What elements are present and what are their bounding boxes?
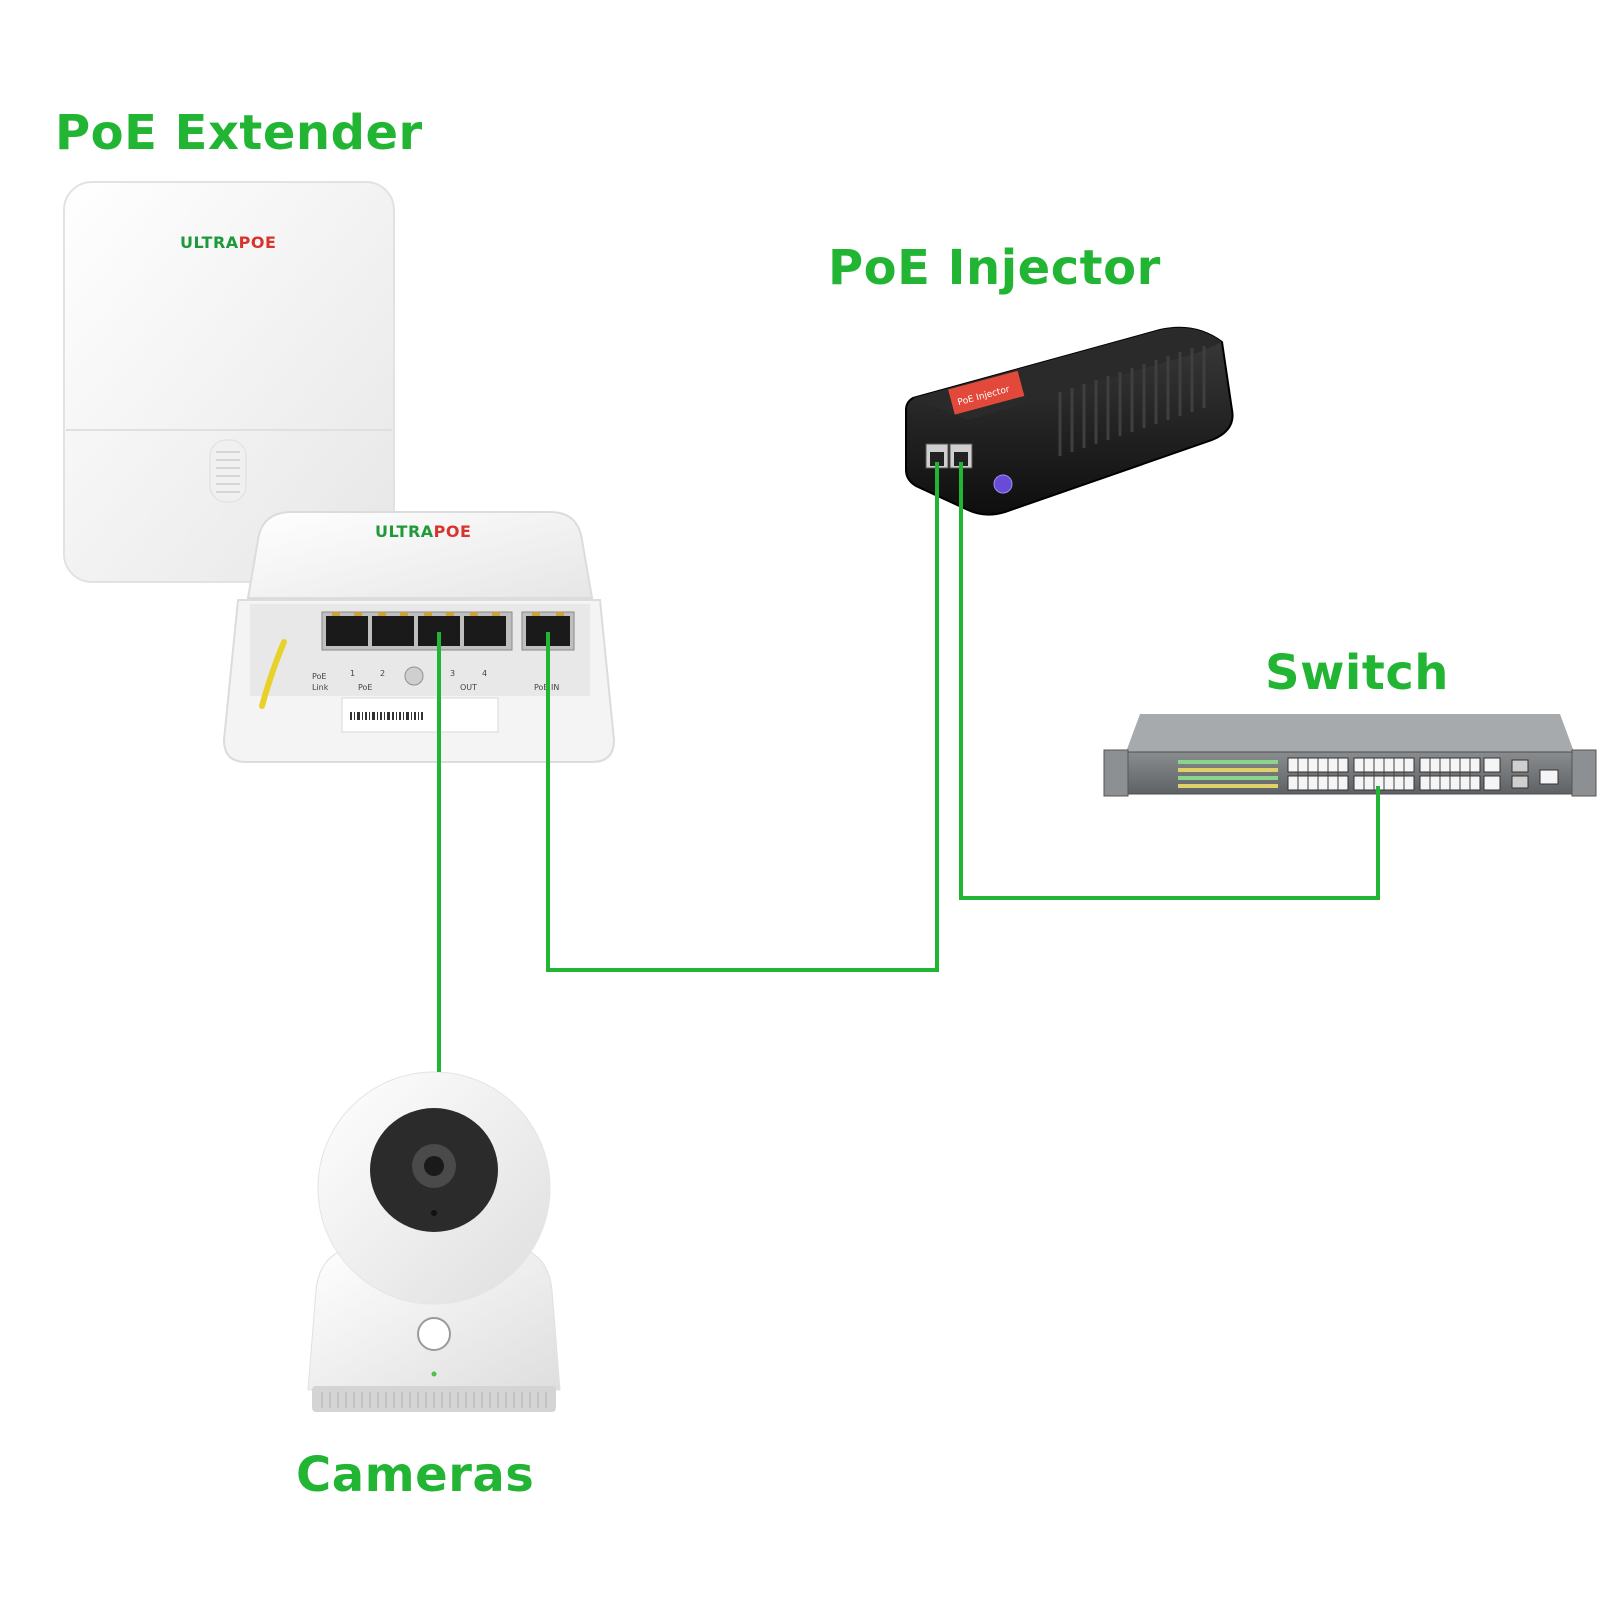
switch-leds	[1178, 760, 1278, 788]
camera-lens-center	[424, 1156, 444, 1176]
injector-fins	[1058, 346, 1206, 456]
switch-device	[1103, 714, 1597, 797]
camera-vent-lines	[321, 1392, 547, 1408]
switch-sfp-2	[1511, 775, 1529, 789]
camera-sensor	[431, 1210, 437, 1216]
switch-ear-left	[1103, 749, 1129, 797]
port-1	[326, 616, 368, 646]
panel-port-4: 4	[482, 669, 487, 678]
camera-device	[307, 1071, 561, 1412]
panel-port-1: 1	[350, 669, 355, 678]
brand-poe: POE	[239, 233, 277, 252]
port-4	[464, 616, 506, 646]
extender-barcode	[350, 712, 423, 720]
port-2	[372, 616, 414, 646]
cable-extender-to-injector	[546, 462, 939, 972]
label-poe-injector: PoE Injector	[828, 240, 1161, 296]
camera-status-led	[431, 1371, 437, 1377]
injector-sticker: PoE Injector	[948, 370, 1025, 415]
panel-port-2: 2	[380, 669, 385, 678]
switch-top	[1126, 714, 1574, 752]
panel-group-out: OUT	[460, 683, 477, 692]
camera-button	[417, 1317, 451, 1351]
brand-ultra-front: ULTRA	[375, 522, 434, 541]
extender-sticker	[341, 697, 499, 733]
brand-logo-front: ULTRAPOE	[375, 522, 471, 541]
switch-console	[1539, 769, 1559, 785]
injector-device: PoE Injector	[905, 326, 1234, 516]
injector-led	[993, 474, 1013, 494]
extender-back-housing	[63, 181, 395, 583]
extender-vent-lines	[216, 451, 240, 493]
cables	[437, 462, 1380, 1072]
switch-port-dividers	[1297, 758, 1471, 790]
panel-link-led: Link	[312, 683, 329, 692]
extender-vent	[209, 439, 247, 503]
ground-wire	[259, 639, 287, 709]
cable-injector-to-switch	[959, 462, 1380, 900]
brand-ultra: ULTRA	[180, 233, 239, 252]
switch-ports	[1287, 757, 1501, 791]
label-switch: Switch	[1265, 645, 1449, 701]
label-poe-extender: PoE Extender	[55, 105, 423, 161]
panel-group-poe: PoE	[358, 683, 373, 692]
brand-poe-front: POE	[434, 522, 472, 541]
switch-ear-right	[1571, 749, 1597, 797]
extender-ports	[321, 611, 575, 651]
extender-front-top	[246, 511, 594, 599]
label-cameras: Cameras	[296, 1447, 535, 1503]
panel-port-3: 3	[450, 669, 455, 678]
ground-screw	[404, 666, 424, 686]
extender-device: ULTRAPOE ULTRAPOE	[63, 181, 616, 763]
switch-sfp-1	[1511, 759, 1529, 773]
brand-logo-back: ULTRAPOE	[180, 233, 276, 252]
panel-poe-led: PoE	[312, 672, 327, 681]
